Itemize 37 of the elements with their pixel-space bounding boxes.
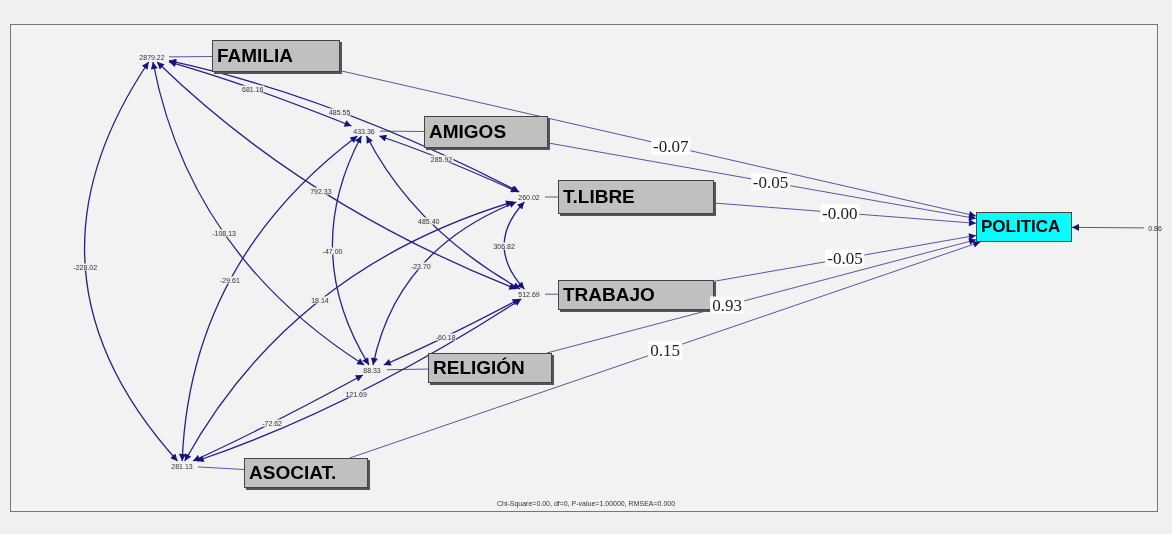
edge-label: -0.07 (651, 137, 691, 155)
path-arrow (546, 238, 977, 354)
variable-box: TRABAJO (558, 280, 714, 310)
covariance-arrow (151, 61, 365, 366)
covariance-arrow (331, 135, 370, 366)
covariance-arrow (371, 201, 517, 366)
connector-line (544, 293, 559, 295)
covariance-arrow (192, 374, 364, 462)
path-arrow (1071, 223, 1145, 231)
edge-label: -0.00 (820, 204, 860, 222)
edge-label: 0.15 (648, 341, 682, 359)
path-arrow (349, 240, 981, 459)
connector-line (379, 130, 425, 132)
variable-box: AMIGOS (424, 116, 548, 148)
variable-box: FAMILIA (212, 40, 340, 72)
covariance-arrow (184, 200, 514, 462)
covariance-arrow (168, 60, 353, 127)
covariance-arrow (179, 135, 358, 462)
connector-line (386, 368, 429, 371)
connector-line (544, 196, 559, 198)
connector-line (197, 466, 245, 470)
connector-line (168, 56, 213, 58)
covariance-arrow (378, 134, 519, 193)
covariance-arrow (503, 201, 525, 290)
covariance-arrow (365, 135, 521, 290)
edge-label: -0.05 (750, 173, 791, 191)
path-arrow (547, 142, 977, 221)
variable-box: ASOCIAT. (244, 458, 368, 488)
path-arrow (339, 70, 977, 218)
covariance-arrow (168, 58, 520, 193)
edge-label: 0.93 (710, 296, 744, 314)
variable-box: POLITICA (976, 212, 1072, 242)
variable-box: T.LIBRE (558, 180, 714, 214)
covariance-arrow (156, 61, 517, 290)
variable-box: RELIGIÓN (428, 353, 552, 383)
covariance-arrow (84, 61, 179, 462)
edge-label: -0.05 (825, 249, 865, 267)
